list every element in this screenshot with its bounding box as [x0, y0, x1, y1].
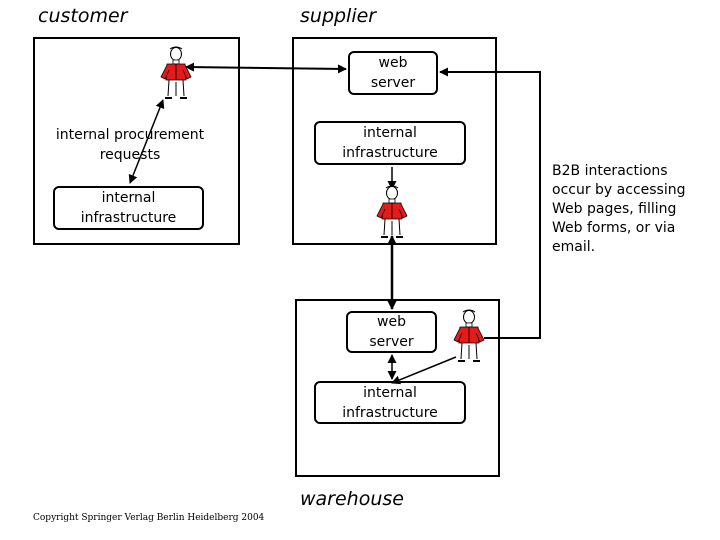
- warehouse-label: warehouse: [300, 488, 404, 510]
- customer-to-supplier-web-link: [185, 62, 347, 74]
- person-icon: [453, 309, 485, 362]
- b2b-note: B2B interactions occur by accessing Web …: [552, 163, 686, 255]
- warehouse-to-supplier-web-link: [439, 67, 541, 339]
- supplier-label: supplier: [300, 5, 377, 27]
- person-icon: [376, 185, 408, 238]
- warehouse-infrastructure-box: internal infrastructure: [314, 381, 466, 424]
- warehouse-person-to-infra-link: [391, 356, 457, 385]
- supplier-web-server-box: web server: [348, 51, 438, 95]
- supplier-infrastructure-box: internal infrastructure: [314, 121, 466, 165]
- copyright-text: Copyright Springer Verlag Berlin Heidelb…: [33, 513, 265, 523]
- customer-person-to-infra-link: [128, 99, 165, 184]
- customer-infrastructure-box: internal infrastructure: [53, 186, 204, 230]
- customer-label: customer: [38, 5, 128, 27]
- person-icon: [160, 46, 192, 99]
- warehouse-web-server-box: web server: [346, 311, 437, 353]
